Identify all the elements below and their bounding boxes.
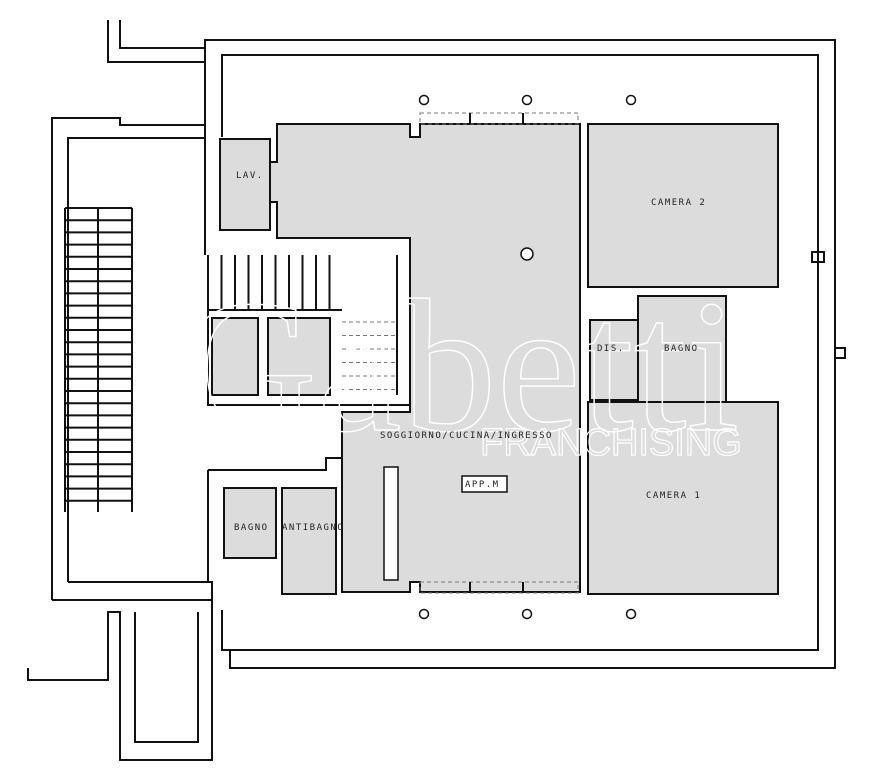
kitchen-counter bbox=[383, 466, 399, 581]
room-soggiorno bbox=[269, 123, 581, 593]
room-camera-1 bbox=[587, 401, 779, 595]
label-soggiorno: SOGGIORNO/CUCINA/INGRESSO bbox=[380, 431, 553, 441]
staircase-center bbox=[207, 255, 398, 395]
windows bbox=[419, 112, 579, 594]
label-bagno-right: BAGNO bbox=[664, 344, 699, 354]
columns bbox=[418, 94, 637, 620]
label-camera-1: CAMERA 1 bbox=[646, 491, 701, 501]
room-dis bbox=[589, 319, 639, 401]
room-camera-2 bbox=[587, 123, 779, 288]
staircase-left bbox=[64, 207, 133, 512]
label-lav: LAV. bbox=[236, 171, 264, 181]
room-storage-2 bbox=[267, 317, 331, 396]
watermark-tagline: FRANCHISING bbox=[480, 422, 742, 464]
label-camera-2: CAMERA 2 bbox=[651, 198, 706, 208]
room-antibagno bbox=[281, 487, 337, 595]
room-bagno-right bbox=[637, 295, 727, 421]
watermark-logo: Gabetti bbox=[180, 262, 739, 472]
app-tag-box bbox=[461, 475, 508, 493]
room-bagno-left bbox=[223, 487, 277, 559]
label-dis: DIS. bbox=[597, 344, 625, 354]
terrace-outline bbox=[107, 20, 846, 669]
room-lav bbox=[219, 138, 271, 231]
label-app: APP.M bbox=[465, 480, 500, 490]
stairwell-block bbox=[27, 117, 410, 761]
room-storage-1 bbox=[211, 317, 259, 396]
label-antibagno: ANTIBAGNO bbox=[282, 523, 344, 533]
label-bagno-left: BAGNO bbox=[234, 523, 269, 533]
